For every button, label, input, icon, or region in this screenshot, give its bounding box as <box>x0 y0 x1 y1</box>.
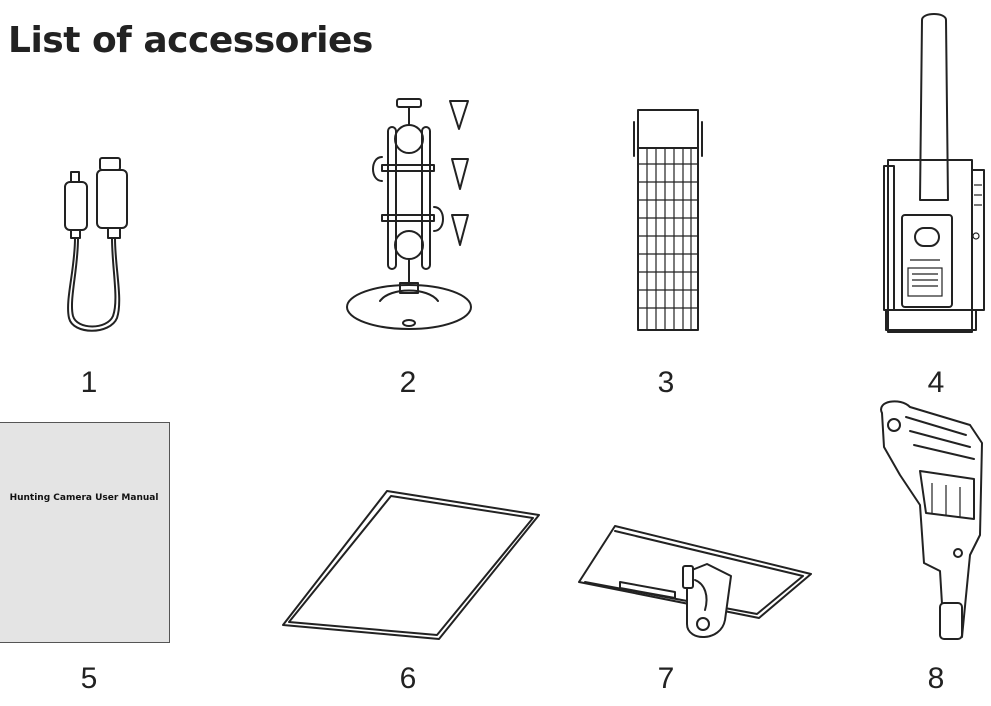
item-number: 4 <box>927 366 945 399</box>
page-title: List of accessories <box>8 20 373 61</box>
clamp-mount-icon <box>880 400 983 640</box>
mounting-bracket-icon <box>346 98 472 330</box>
plate-mount-icon <box>578 525 812 638</box>
item-number: 1 <box>80 366 98 399</box>
hunting-camera-icon <box>883 13 985 333</box>
item-number: 2 <box>399 366 417 399</box>
item-number: 5 <box>80 662 98 695</box>
manual-cover-text: Hunting Camera User Manual <box>9 493 159 503</box>
user-manual-icon: Hunting Camera User Manual <box>0 422 170 643</box>
flat-plate-icon <box>282 490 540 640</box>
item-number: 3 <box>657 366 675 399</box>
strap-icon <box>633 109 703 331</box>
usb-cable-icon <box>64 157 128 332</box>
item-number: 6 <box>399 662 417 695</box>
item-number: 7 <box>657 662 675 695</box>
item-number: 8 <box>927 662 945 695</box>
